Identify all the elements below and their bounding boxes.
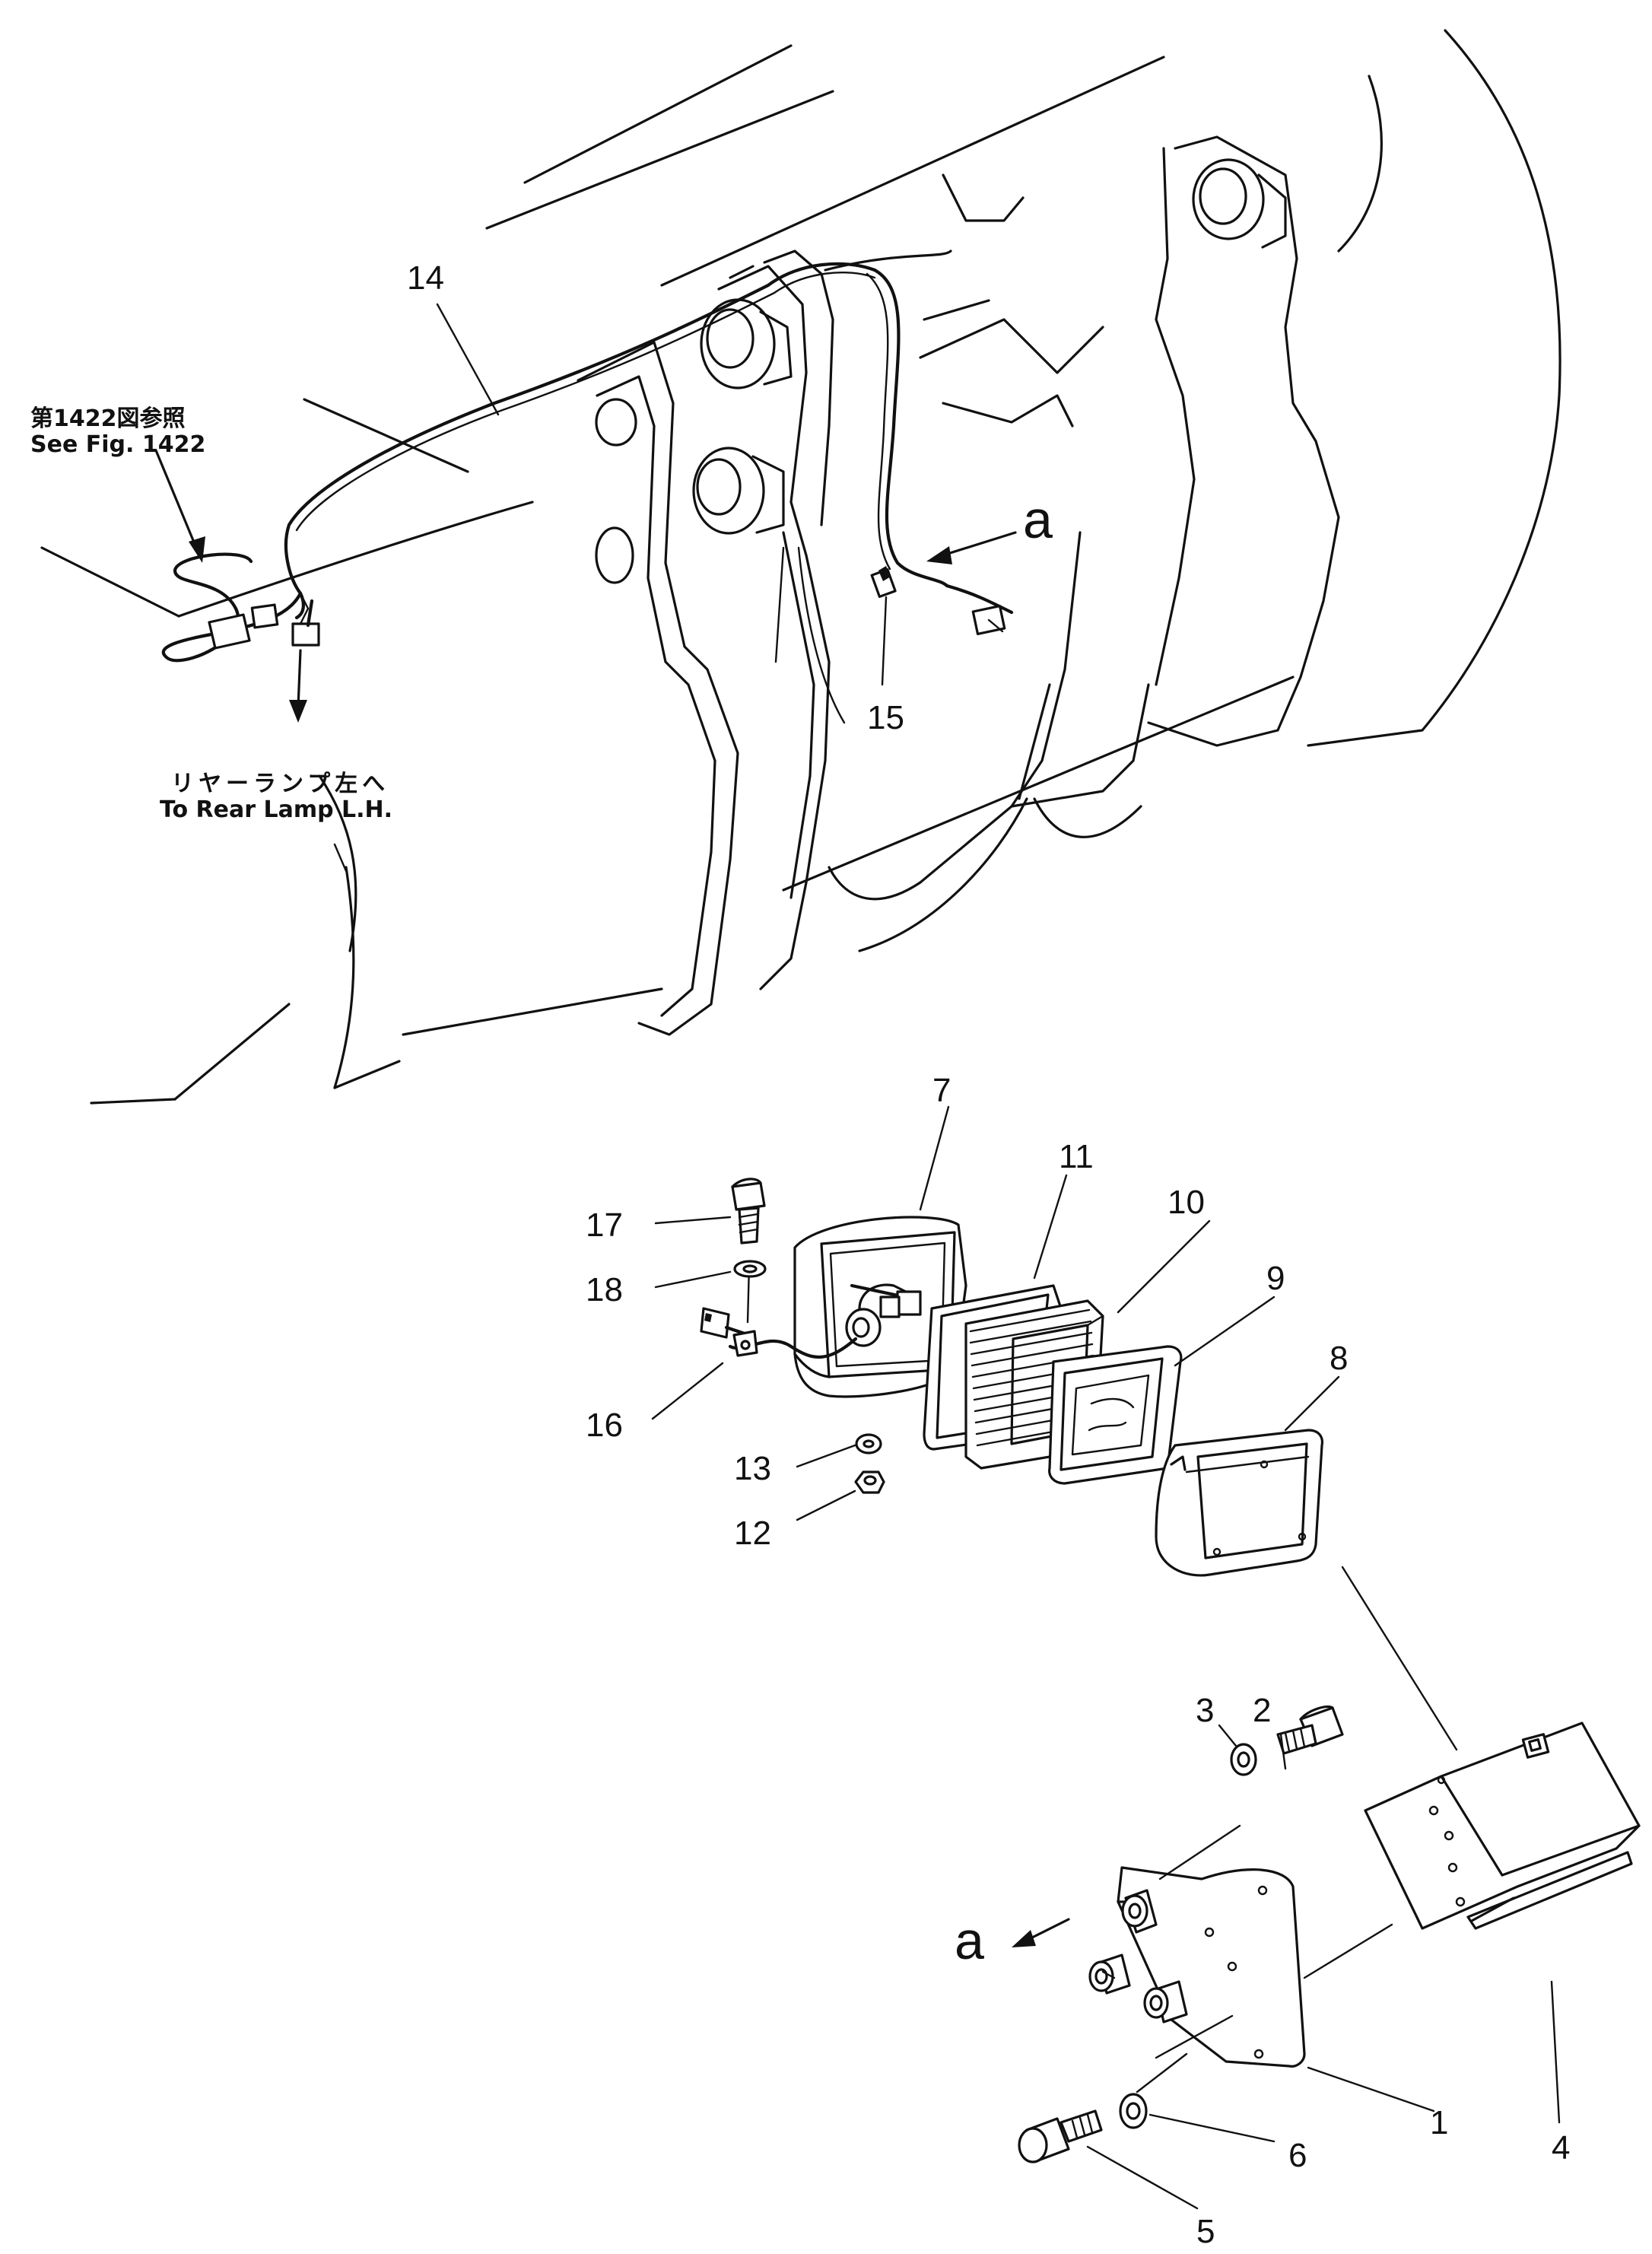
note-ref-jp: 第1422図参照 [30, 405, 186, 432]
view-label-a-bottom: a [955, 1911, 984, 1970]
bolt-part-17 [731, 1178, 766, 1245]
callout-4: 4 [1552, 2129, 1570, 2167]
bolt-part-2 [1276, 1705, 1344, 1755]
callout-9: 9 [1266, 1260, 1285, 1297]
destination-note: リヤーランプ左へ To Rear Lamp L.H. [160, 771, 392, 823]
note-ref-en: See Fig. 1422 [30, 431, 205, 458]
note-dest-jp: リヤーランプ左へ [171, 771, 389, 797]
leader-lines [333, 303, 1561, 2210]
to-rear-lamp-arrow [289, 649, 307, 723]
nut-part-12 [854, 1470, 885, 1494]
reference-note: 第1422図参照 See Fig. 1422 [30, 405, 205, 458]
callout-18: 18 [586, 1271, 623, 1308]
stud-lower-right [1143, 1980, 1188, 2024]
callout-12: 12 [734, 1515, 771, 1552]
callout-11: 11 [1059, 1138, 1094, 1175]
lens-frame-part-9 [1048, 1345, 1183, 1485]
lamp-cover-part-8 [1155, 1429, 1324, 1577]
callout-15: 15 [867, 699, 904, 736]
callout-14: 14 [407, 259, 444, 297]
callout-8: 8 [1330, 1340, 1348, 1377]
callout-3: 3 [1196, 1692, 1214, 1729]
part-callouts: 1 2 3 4 5 6 7 8 9 10 11 12 13 14 15 16 1… [407, 259, 1570, 2250]
stud-lower-left [1088, 1954, 1131, 1995]
view-arrow-a-top [926, 531, 1017, 564]
callout-2: 2 [1253, 1692, 1271, 1729]
callout-1: 1 [1430, 2104, 1448, 2141]
ground-wire-part-16 [700, 1263, 758, 1357]
washer-part-6 [1119, 2093, 1148, 2129]
stud-upper [1121, 1889, 1158, 1934]
callout-6: 6 [1288, 2137, 1307, 2174]
washer-part-18 [733, 1260, 767, 1278]
callout-7: 7 [932, 1072, 951, 1109]
wiring-harness [161, 262, 1014, 724]
washer-part-3 [1230, 1743, 1257, 1776]
note-dest-en: To Rear Lamp L.H. [160, 796, 392, 823]
callout-10: 10 [1168, 1184, 1205, 1221]
see-fig-arrow [154, 449, 205, 563]
view-arrow-a-bottom [1012, 1918, 1070, 1947]
callout-16: 16 [586, 1407, 623, 1444]
boom-arm-assembly [40, 29, 1561, 1105]
right-pin-boss [1192, 158, 1287, 249]
bracket-part-4 [1364, 1721, 1641, 1930]
callout-5: 5 [1196, 2213, 1215, 2250]
lower-pin-boss [692, 447, 785, 535]
bolt-part-5 [1018, 2109, 1103, 2163]
plate-part-1 [1088, 1866, 1306, 2068]
callout-13: 13 [734, 1450, 771, 1487]
callout-17: 17 [586, 1206, 623, 1244]
view-label-a-top: a [1023, 490, 1053, 549]
washer-part-13 [855, 1433, 882, 1454]
